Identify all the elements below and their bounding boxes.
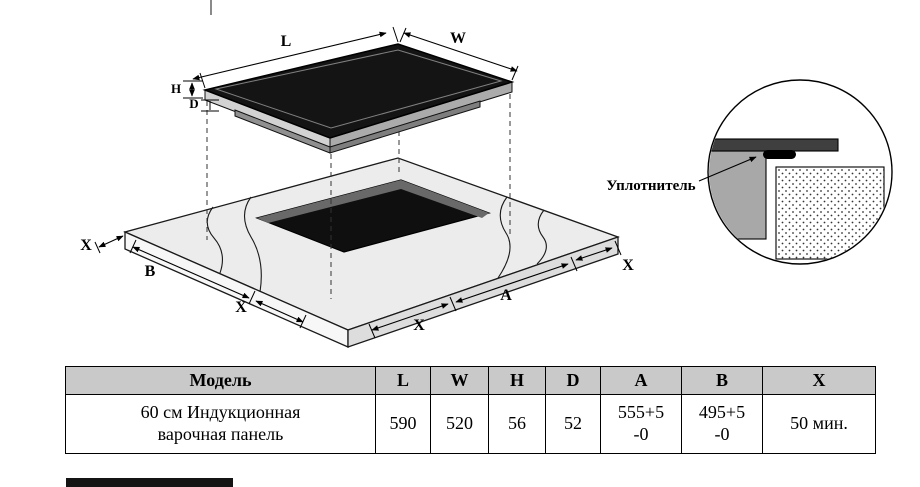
dimensions-table: Модель L W H D A B X 60 см Индукционная … bbox=[65, 366, 876, 454]
break-line bbox=[243, 196, 262, 293]
dimension-X-right: X bbox=[575, 240, 634, 274]
dimension-X-bottom-left: X bbox=[235, 299, 307, 329]
extension-line bbox=[392, 26, 399, 43]
dimension-line bbox=[132, 246, 250, 299]
dim-label-d: D bbox=[189, 96, 198, 111]
extension-line bbox=[614, 240, 622, 256]
seal-label: Уплотнитель bbox=[606, 178, 695, 194]
dimension-H: H bbox=[171, 80, 203, 99]
cell-h: 56 bbox=[488, 394, 546, 454]
dim-label-w: W bbox=[450, 30, 466, 47]
dimension-line bbox=[192, 31, 387, 81]
extension-line bbox=[129, 239, 137, 254]
cooktop bbox=[202, 43, 515, 154]
dimension-line bbox=[455, 263, 569, 303]
extension-line bbox=[399, 27, 407, 43]
cell-l: 590 bbox=[375, 394, 431, 454]
cell-a: 555+5 -0 bbox=[600, 394, 682, 454]
dim-label-x: X bbox=[80, 237, 92, 254]
callout-arrow bbox=[698, 156, 757, 182]
break-line bbox=[536, 209, 547, 265]
dimension-line bbox=[98, 235, 124, 248]
seal-detail-view bbox=[707, 79, 893, 265]
cell-b: 495+5 -0 bbox=[681, 394, 763, 454]
extension-line bbox=[449, 296, 457, 312]
header-w: W bbox=[430, 366, 489, 395]
dimension-B: B bbox=[129, 239, 256, 305]
cell-x: 50 мин. bbox=[762, 394, 876, 454]
installation-drawing: L W H D X bbox=[80, 26, 893, 348]
dimension-line bbox=[403, 32, 518, 72]
seal-gasket bbox=[763, 150, 796, 159]
cell-model: 60 см Индукционная варочная панель bbox=[65, 394, 376, 454]
cooktop-section-bar bbox=[709, 138, 839, 152]
countertop bbox=[123, 157, 620, 348]
dim-label-a: A bbox=[500, 287, 512, 304]
dim-label-x: X bbox=[235, 299, 247, 316]
extension-line bbox=[94, 241, 101, 254]
seal-callout: Уплотнитель bbox=[606, 156, 757, 194]
dimension-A: A bbox=[455, 256, 578, 304]
header-x: X bbox=[762, 366, 876, 395]
dimension-line bbox=[575, 247, 613, 261]
cooktop-tub-right bbox=[329, 100, 481, 154]
cell-d: 52 bbox=[545, 394, 601, 454]
dimension-W: W bbox=[399, 27, 519, 81]
cabinet-section-dotted bbox=[775, 166, 885, 260]
cell-w: 520 bbox=[430, 394, 489, 454]
dim-label-x: X bbox=[622, 257, 634, 274]
dimension-line bbox=[371, 303, 449, 331]
extension-line bbox=[248, 290, 256, 305]
header-a: A bbox=[600, 366, 682, 395]
dimension-X-bottom-middle: X bbox=[368, 296, 457, 339]
header-l: L bbox=[375, 366, 431, 395]
header-d: D bbox=[545, 366, 601, 395]
header-model: Модель bbox=[65, 366, 376, 395]
extension-line bbox=[368, 323, 376, 339]
header-b: B bbox=[681, 366, 763, 395]
table-header-row: Модель L W H D A B X bbox=[65, 366, 876, 395]
header-h: H bbox=[488, 366, 546, 395]
cutout-hole bbox=[255, 179, 491, 253]
dim-label-h: H bbox=[171, 81, 181, 96]
cutout-rim bbox=[257, 180, 489, 223]
extension-line bbox=[570, 256, 578, 272]
extension-line bbox=[511, 65, 519, 81]
dim-label-b: B bbox=[145, 263, 156, 280]
dimension-line bbox=[255, 300, 304, 323]
dimension-D: D bbox=[189, 96, 219, 112]
dim-label-x: X bbox=[413, 317, 425, 334]
table-row: 60 см Индукционная варочная панель 590 5… bbox=[65, 394, 876, 454]
dim-label-l: L bbox=[281, 33, 292, 50]
dimension-X-left: X bbox=[80, 235, 124, 254]
break-line bbox=[497, 196, 511, 279]
cropped-bottom-element bbox=[66, 478, 233, 487]
scan-artifact-line bbox=[210, 0, 212, 15]
